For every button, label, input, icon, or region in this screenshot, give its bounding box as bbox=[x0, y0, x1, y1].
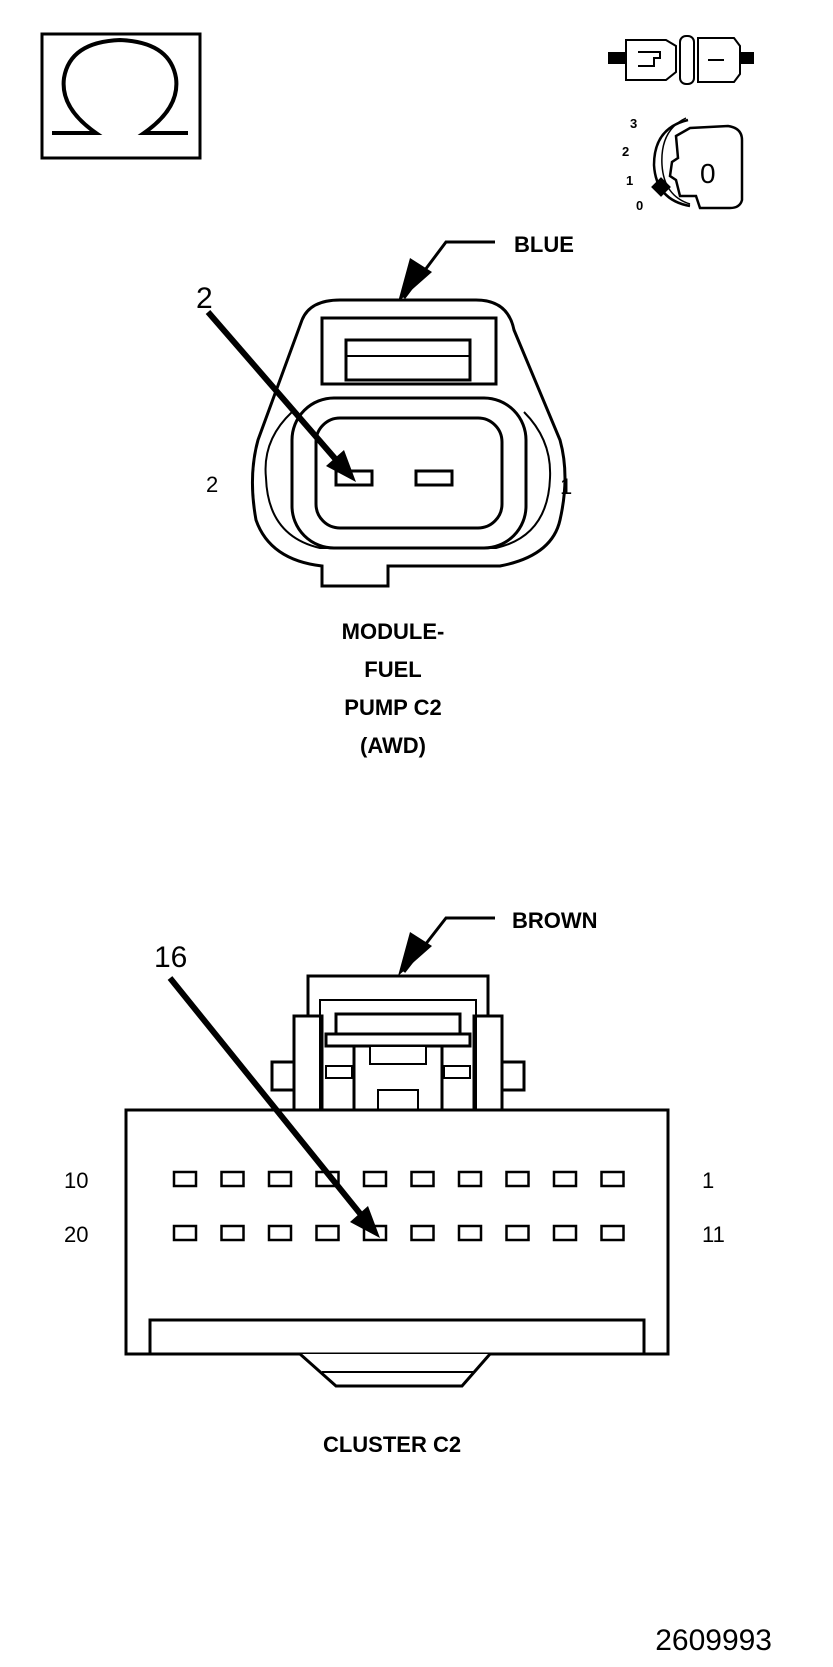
ignition-position-3: 3 bbox=[630, 116, 637, 131]
ignition-position-0: 0 bbox=[636, 198, 643, 213]
cluster-pin-5 bbox=[410, 1170, 435, 1188]
row1-left-label: 10 bbox=[64, 1168, 88, 1193]
cluster-pin-9 bbox=[220, 1170, 245, 1188]
cluster-pin-11 bbox=[600, 1224, 625, 1242]
connector-caption: MODULE- FUEL PUMP C2 (AWD) bbox=[342, 619, 445, 758]
caption-line-1: MODULE- bbox=[342, 619, 445, 644]
ohm-symbol-icon bbox=[40, 32, 202, 160]
cluster-pin-10 bbox=[172, 1170, 198, 1188]
cluster-pin-4 bbox=[457, 1170, 483, 1188]
cluster-pin-6 bbox=[362, 1170, 388, 1188]
cluster-pin-19 bbox=[220, 1224, 245, 1242]
row2-left-label: 20 bbox=[64, 1222, 88, 1247]
callout-pin-number: 16 bbox=[154, 941, 187, 974]
pin-label-right: 1 bbox=[560, 474, 572, 499]
cluster-pin-2 bbox=[552, 1170, 578, 1188]
fuel-pump-c2-connector: BLUE 2 2 1 MODULE- FUEL PUMP C2 (AWD) bbox=[196, 232, 574, 758]
cluster-pin-20 bbox=[172, 1224, 198, 1242]
row1-right-label: 1 bbox=[702, 1168, 714, 1193]
cluster-pin-13 bbox=[505, 1224, 530, 1242]
cluster-pin-18 bbox=[267, 1224, 293, 1242]
ignition-key-label: 0 bbox=[700, 158, 716, 189]
cluster-pin-8 bbox=[267, 1170, 293, 1188]
cluster-pin-15 bbox=[410, 1224, 435, 1242]
fuel-pump-pin-1 bbox=[414, 469, 454, 487]
cluster-pin-14 bbox=[457, 1224, 483, 1242]
cluster-pin-1 bbox=[600, 1170, 625, 1188]
connector-color-label: BROWN bbox=[512, 908, 598, 933]
ignition-position-2: 2 bbox=[622, 144, 629, 159]
row2-right-label: 11 bbox=[702, 1222, 725, 1247]
ignition-key-icon: 3 2 1 0 0 bbox=[622, 116, 744, 213]
cluster-pin-3 bbox=[505, 1170, 530, 1188]
figure-number: 2609993 bbox=[655, 1624, 772, 1657]
ignition-position-1: 1 bbox=[626, 173, 633, 188]
disconnected-connector-icon bbox=[608, 35, 754, 85]
caption-line-4: (AWD) bbox=[360, 733, 426, 758]
connector-caption: CLUSTER C2 bbox=[323, 1432, 461, 1457]
pin-label-left: 2 bbox=[206, 472, 218, 497]
caption-line-2: FUEL bbox=[364, 657, 421, 682]
caption-line-3: PUMP C2 bbox=[344, 695, 441, 720]
callout-pin-number: 2 bbox=[196, 282, 213, 315]
cluster-c2-connector: BROWN 16 10 1 20 11 CLUSTER C2 bbox=[64, 908, 725, 1457]
cluster-pin-12 bbox=[552, 1224, 578, 1242]
connector-color-label: BLUE bbox=[514, 232, 574, 257]
cluster-pin-17 bbox=[315, 1224, 340, 1242]
